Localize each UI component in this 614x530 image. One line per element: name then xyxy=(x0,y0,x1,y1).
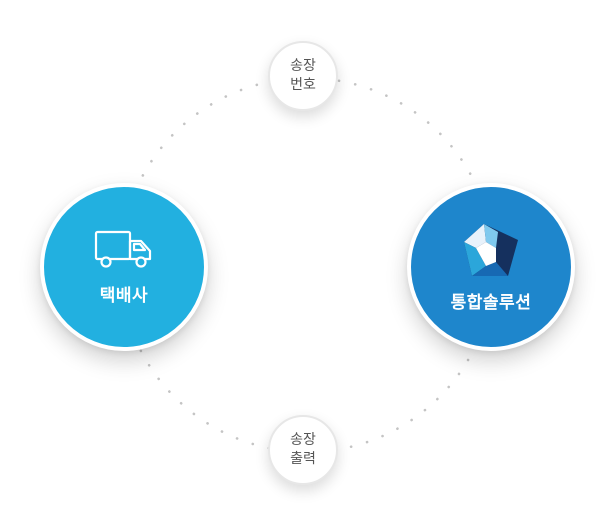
tracking-number-node: 송장 번호 xyxy=(268,41,338,111)
integrated-solution-node: 통합솔루션 xyxy=(407,183,575,351)
courier-label: 택배사 xyxy=(99,285,149,306)
invoice-print-label: 송장 출력 xyxy=(290,432,316,467)
truck-icon xyxy=(94,229,154,271)
integrated-solution-label: 통합솔루션 xyxy=(450,292,532,313)
courier-node: 택배사 xyxy=(40,183,208,351)
pentagon-logo-icon xyxy=(462,222,520,278)
invoice-print-node: 송장 출력 xyxy=(268,415,338,485)
tracking-number-label: 송장 번호 xyxy=(290,58,316,93)
